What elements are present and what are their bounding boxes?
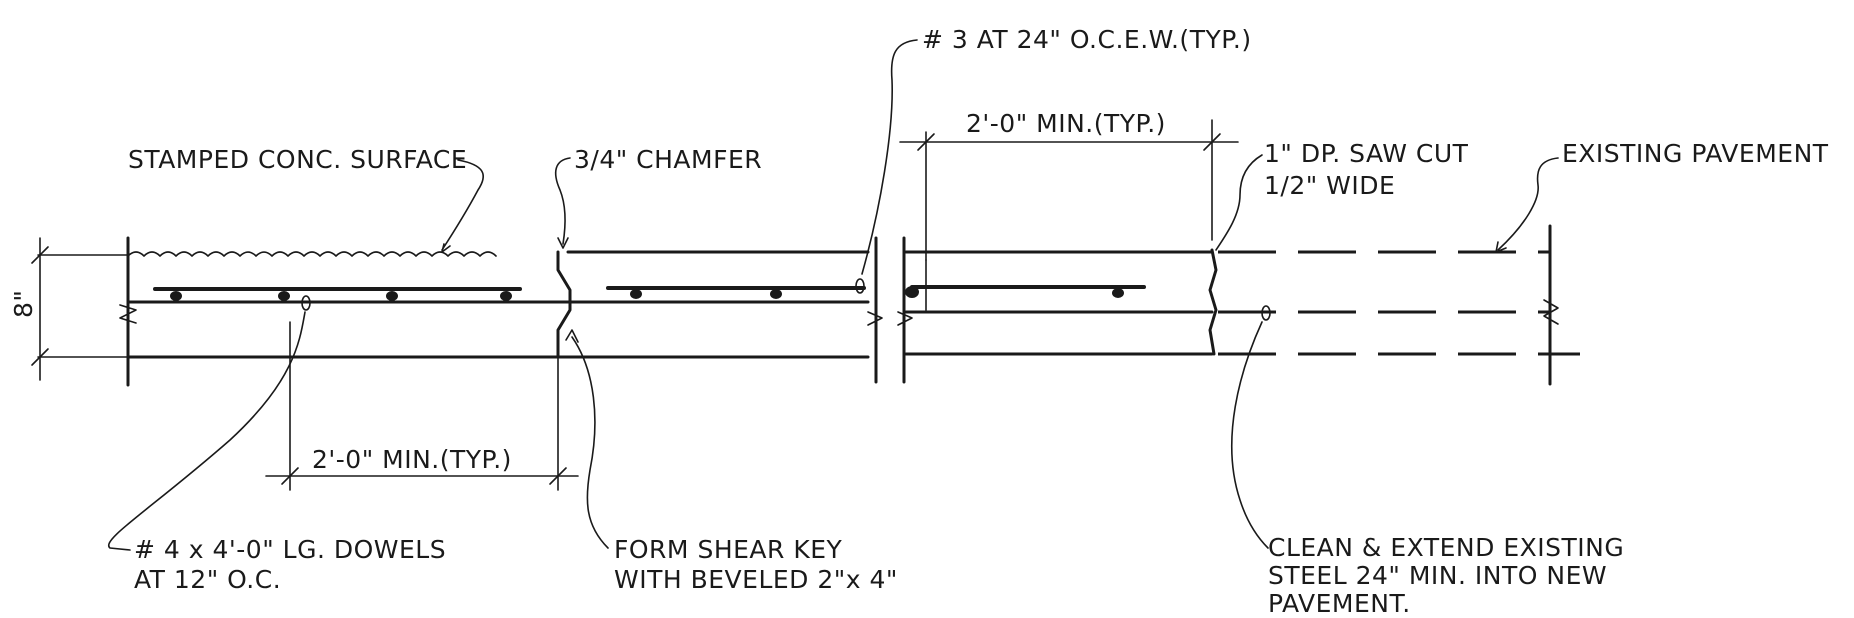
chamfer-leader bbox=[554, 157, 571, 245]
rebar-dot bbox=[770, 289, 782, 299]
middle-break-mark bbox=[867, 311, 883, 326]
stamped-surface-label: STAMPED CONC. SURFACE bbox=[128, 145, 467, 174]
shear-key-leader bbox=[571, 336, 609, 549]
dimensions bbox=[31, 119, 1239, 491]
left-break-mark bbox=[119, 304, 137, 324]
stamped-leader-arrow bbox=[441, 243, 451, 253]
stamped-leader bbox=[441, 159, 484, 251]
tick bbox=[281, 467, 299, 485]
rebar-section bbox=[855, 278, 865, 294]
left-slab bbox=[119, 236, 560, 387]
shear-key-label-line1: FORM SHEAR KEY bbox=[614, 535, 843, 564]
rebar-dot bbox=[630, 289, 642, 299]
existing-pavement-label: EXISTING PAVEMENT bbox=[1562, 139, 1829, 168]
rebar-dot bbox=[905, 286, 919, 298]
bottom-dim-label: 2'-0" MIN.(TYP.) bbox=[312, 445, 512, 474]
tick bbox=[917, 133, 935, 151]
saw-cut-label-line2: 1/2" WIDE bbox=[1264, 171, 1395, 200]
dowels-label-line1: # 4 x 4'-0" LG. DOWELS bbox=[134, 535, 446, 564]
clean-extend-leader bbox=[1230, 321, 1269, 549]
saw-cut-label-line1: 1" DP. SAW CUT bbox=[1264, 139, 1469, 168]
dowels-leader bbox=[107, 311, 306, 551]
middle-slab bbox=[556, 236, 883, 384]
dowels-label-line2: AT 12" O.C. bbox=[134, 565, 281, 594]
rebar-dot bbox=[278, 291, 290, 301]
shear-key-leader-arrow bbox=[565, 329, 579, 343]
rebar-dot bbox=[1112, 288, 1124, 298]
dowel-section bbox=[301, 295, 311, 311]
leaders bbox=[107, 39, 1559, 551]
right-break-mark bbox=[897, 311, 913, 326]
shear-key-label-line2: WITH BEVELED 2"x 4" bbox=[614, 565, 898, 594]
clean-extend-label-line3: PAVEMENT. bbox=[1268, 589, 1411, 618]
existing-break-mark bbox=[1543, 299, 1559, 325]
tick bbox=[31, 348, 49, 366]
existing-steel-section bbox=[1261, 305, 1271, 321]
clean-extend-label-line1: CLEAN & EXTEND EXISTING bbox=[1268, 533, 1624, 562]
saw-cut-joint bbox=[1208, 248, 1218, 356]
rebar-top-leader bbox=[861, 39, 918, 275]
shear-key-joint bbox=[556, 250, 572, 491]
rebar-dot bbox=[500, 291, 512, 301]
tick bbox=[31, 246, 49, 264]
stamped-surface-line bbox=[127, 251, 497, 257]
saw-cut-leader bbox=[1215, 154, 1263, 251]
existing-leader-arrow bbox=[1495, 241, 1507, 253]
thickness-label: 8" bbox=[9, 290, 38, 318]
shear-key-profile bbox=[556, 250, 572, 359]
rebar-dot bbox=[386, 291, 398, 301]
labels: # 3 AT 24" O.C.E.W.(TYP.) 2'-0" MIN.(TYP… bbox=[9, 25, 1829, 618]
existing-leader bbox=[1497, 157, 1559, 251]
chamfer-leader-arrow bbox=[557, 237, 569, 249]
right-slab bbox=[897, 224, 1580, 386]
top-dim-label: 2'-0" MIN.(TYP.) bbox=[966, 109, 1166, 138]
rebar-dot bbox=[170, 291, 182, 301]
clean-extend-label-line2: STEEL 24" MIN. INTO NEW bbox=[1268, 561, 1607, 590]
tick bbox=[549, 467, 567, 485]
rebar-top-label: # 3 AT 24" O.C.E.W.(TYP.) bbox=[922, 25, 1252, 54]
chamfer-label: 3/4" CHAMFER bbox=[574, 145, 762, 174]
tick bbox=[1203, 133, 1221, 151]
